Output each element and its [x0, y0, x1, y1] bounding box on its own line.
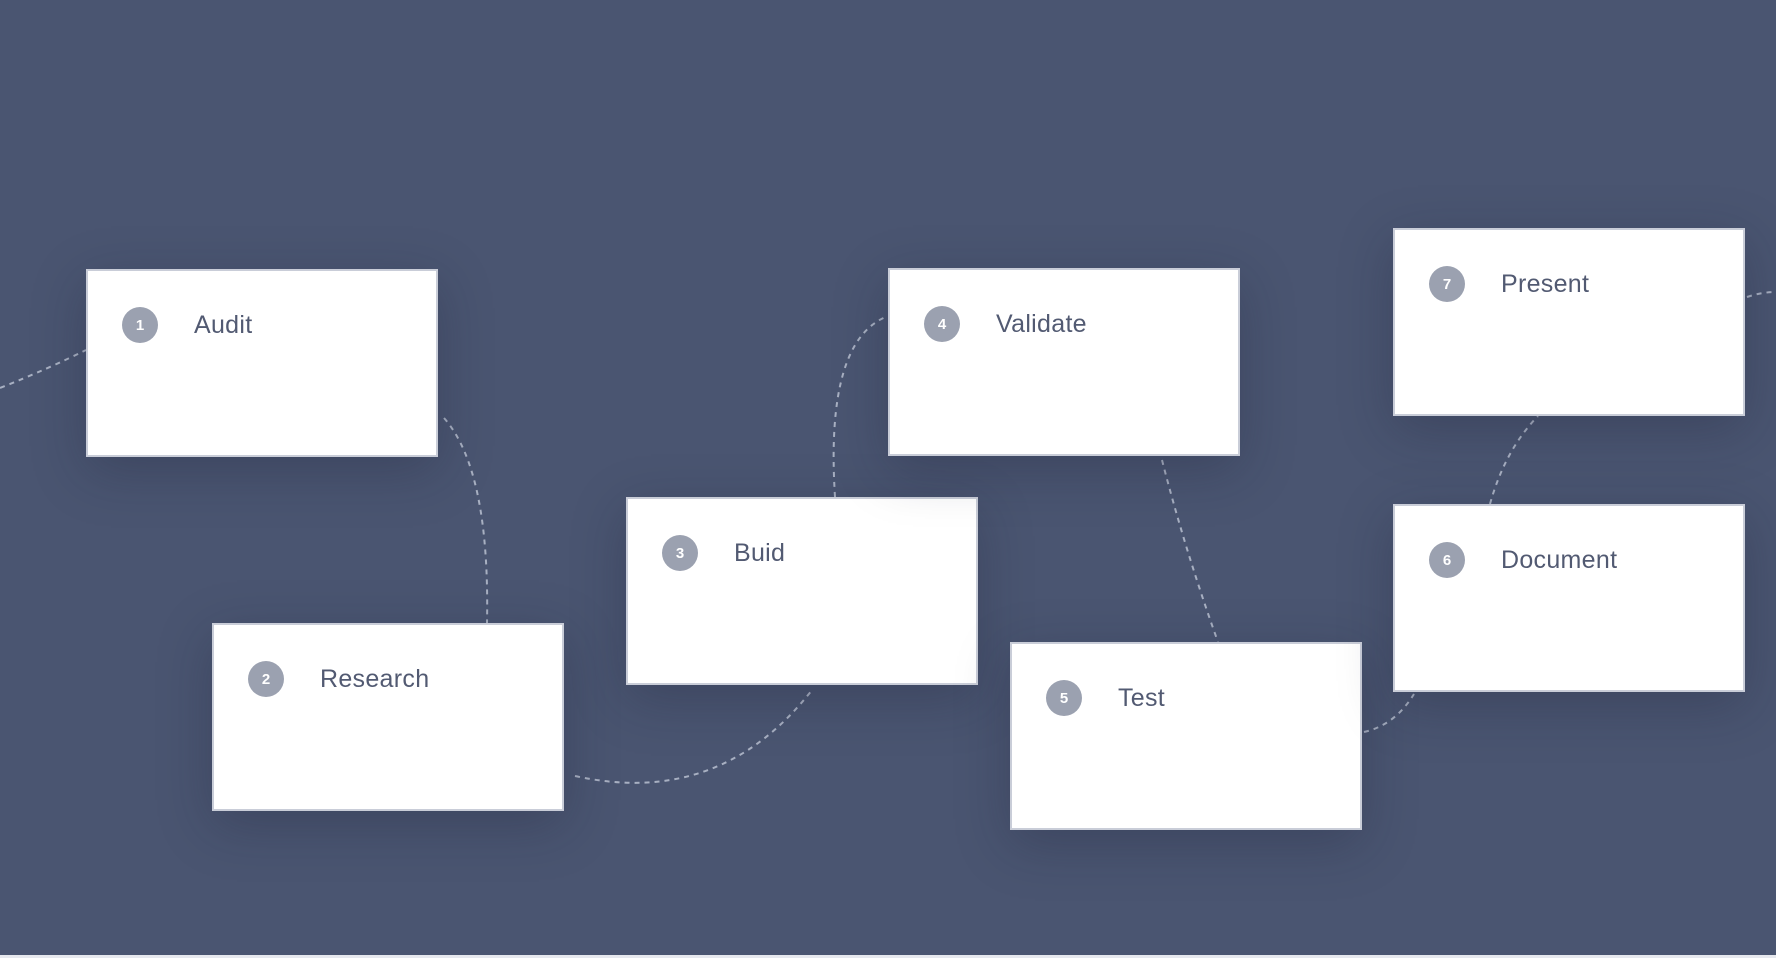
- connector-3-4: [832, 315, 889, 498]
- step-card-audit[interactable]: 1 Audit: [86, 269, 438, 457]
- step-number-badge: 7: [1429, 266, 1465, 302]
- step-label: Test: [1118, 684, 1166, 712]
- bottom-edge-divider: [0, 955, 1776, 958]
- step-label: Present: [1501, 270, 1590, 298]
- step-number-badge: 4: [924, 306, 960, 342]
- connector-5-6: [1363, 693, 1415, 733]
- step-number-badge: 6: [1429, 542, 1465, 578]
- step-number-badge: 2: [248, 661, 284, 697]
- connector-incoming: [0, 349, 87, 389]
- step-number-badge: 5: [1046, 680, 1082, 716]
- step-label: Research: [320, 665, 430, 693]
- step-label: Buid: [734, 539, 786, 567]
- step-card-present[interactable]: 7 Present: [1393, 228, 1745, 416]
- step-number-badge: 1: [122, 307, 158, 343]
- step-card-research[interactable]: 2 Research: [212, 623, 564, 811]
- step-card-document[interactable]: 6 Document: [1393, 504, 1745, 692]
- step-label: Document: [1501, 546, 1618, 574]
- connector-4-5: [1161, 459, 1219, 643]
- connector-2-3: [574, 689, 813, 784]
- connector-1-2: [443, 417, 489, 624]
- connector-outgoing: [1746, 291, 1776, 298]
- step-number-badge: 3: [662, 535, 698, 571]
- step-card-validate[interactable]: 4 Validate: [888, 268, 1240, 456]
- step-card-build[interactable]: 3 Buid: [626, 497, 978, 685]
- step-label: Audit: [194, 311, 253, 339]
- connector-6-7: [1489, 415, 1539, 505]
- step-card-test[interactable]: 5 Test: [1010, 642, 1362, 830]
- step-label: Validate: [996, 310, 1087, 338]
